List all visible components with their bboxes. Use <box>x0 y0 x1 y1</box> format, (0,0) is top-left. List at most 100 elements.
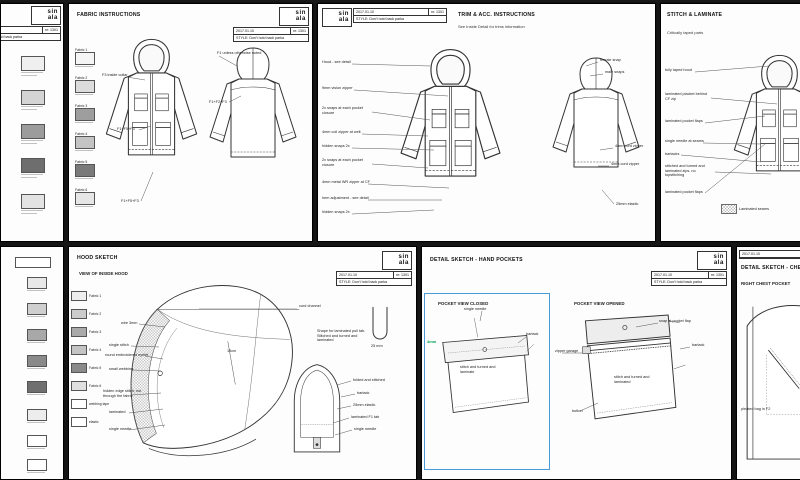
style-name: STYLE: Don't hold back parka <box>654 280 703 284</box>
title-block-rows: 2017.01.10 nr: 1301 STYLE: Don't hold ba… <box>651 271 727 286</box>
material-label: Fabric 4 <box>89 348 102 352</box>
title-block: sin ala 2017.01.10 nr: 1301 STYLE: Don't… <box>233 7 309 42</box>
style-name: STYLE: Don't hold back parka <box>0 35 23 39</box>
date-value: 2017.01.10 <box>234 28 291 34</box>
sheet-trim-list-partial[interactable] <box>0 246 64 480</box>
trim-callout-right-2: 4mm cord zipper <box>615 144 644 148</box>
material-label: Fabric 1 <box>89 294 102 298</box>
material-row-4: Fabric 5 <box>71 363 101 373</box>
sheet-fabric-instructions[interactable]: FABRIC INSTRUCTIONS sin ala 2017.01.10 n… <box>68 3 313 242</box>
material-label: webbing tape <box>89 402 110 406</box>
fabric-swatch <box>21 124 45 144</box>
material-row-7: elastic <box>71 417 99 427</box>
parka-front-drawing <box>99 36 204 175</box>
annotation-back: F1+F2+F3 <box>209 100 227 104</box>
title-block-rows: 2017.01.10 nr: 1301 STYLE: Don't hold ba… <box>336 271 412 286</box>
measure-25mm: 25 mm <box>371 344 383 348</box>
fabric-swatch <box>21 90 45 110</box>
stitch-callout-1: laminated placket behind CF zip <box>665 92 708 101</box>
material-row-1: Fabric 2 <box>71 309 101 319</box>
hood-measure-15cm: 15cm <box>227 349 237 353</box>
pocket-closed-label: POCKET VIEW CLOSED <box>438 301 489 306</box>
trim-callout-right-3: 4mm cord zipper <box>611 162 640 166</box>
stitch-callout-2: laminated pocket flaps <box>665 119 703 123</box>
material-label: Fabric 6 <box>89 384 102 388</box>
sheet-materials-partial[interactable]: sin ala 2017.01.10 nr: 1301 STYLE: Don't… <box>0 3 64 242</box>
pocket-opened-callout-4: button <box>572 409 583 413</box>
logo-line-2: ala <box>713 259 724 266</box>
hood-callout-right-5: single needle <box>354 427 377 431</box>
sheet-subtitle: See Inside Detail for trims information <box>458 24 525 29</box>
title-block-rows: 2017.01.10 nr: 1301 STYLE: Don't hold ba… <box>353 8 447 23</box>
trim-callout-7: hem adjustment - see detail <box>322 196 369 200</box>
logo-line-1: sin <box>713 254 724 261</box>
annotation-mid: F1+F5+F3 <box>117 127 135 131</box>
date-value: 2017.01.10 <box>354 9 429 15</box>
fabric-swatch-3: Fabric 3 <box>75 104 95 124</box>
material-label: Fabric 2 <box>89 312 102 316</box>
sheet-number: nr: 1301 <box>430 10 444 14</box>
material-row-0: Fabric 1 <box>71 291 101 301</box>
pocket-closed-callout-0: single needle <box>464 307 487 311</box>
brand-logo: sin ala <box>279 7 309 26</box>
sheet-hood-sketch[interactable]: HOOD SKETCH VIEW OF INSIDE HOOD sin ala … <box>68 246 417 480</box>
green-annotation: 4mm <box>427 339 437 344</box>
sheet-number: nr: 1301 <box>44 28 58 32</box>
title-block: sin ala 2017.01.10 nr: 1301 STYLE: Don't… <box>336 251 412 286</box>
sheet-stitch-laminate-partial[interactable]: STITCH & LAMINATE Critically taped parts… <box>660 3 800 242</box>
fabric-swatch <box>21 56 45 76</box>
brand-logo: sin ala <box>322 8 352 27</box>
trim-callout-4: hidden snaps 2x <box>322 144 350 148</box>
list-row <box>27 355 47 370</box>
sheet-subtitle: Critically taped parts <box>667 30 704 35</box>
hood-callout-1: single stitch <box>109 343 129 347</box>
title-block-rows: 2017.01.10 nr: 1301 <box>739 250 800 259</box>
trim-callout-2: 2x snaps at each pocket closure <box>322 106 363 115</box>
title-block: sin ala 2017.01.10 nr: 1301 STYLE: Don't… <box>0 6 61 41</box>
fabric-swatch <box>21 194 45 214</box>
logo-line-2: ala <box>295 15 306 22</box>
title-block: sin ala 2017.01.10 nr: 1301 STYLE: Don't… <box>651 251 727 286</box>
sheet-chest-pocket-partial[interactable]: 2017.01.10 nr: 1301 DETAIL SKETCH - CHES… <box>736 246 800 480</box>
selection-box[interactable] <box>424 293 550 470</box>
date-value: 2017.01.10 <box>740 251 800 257</box>
material-label: Fabric 3 <box>89 330 102 334</box>
trim-callout-3: 4mm coil zipper at welt <box>322 130 361 134</box>
title-block-rows: 2017.01.10 nr: 1301 STYLE: Don't hold ba… <box>233 27 309 42</box>
trim-callout-8: hidden snaps 2x <box>322 210 350 214</box>
list-row <box>27 277 47 292</box>
title-block-rows: 2017.01.10 nr: 1301 STYLE: Don't hold ba… <box>0 26 61 41</box>
sheet-trim-acc-instructions[interactable]: sin ala 2017.01.10 nr: 1301 STYLE: Don't… <box>317 3 656 242</box>
list-row <box>27 459 47 474</box>
fabric-swatch-label: Fabric 4 <box>75 132 88 136</box>
fabric-swatch-label: Fabric 1 <box>75 48 88 52</box>
pocket-closed-callout-1: bartack <box>526 332 539 336</box>
title-block: sin ala 2017.01.10 nr: 1301 STYLE: Don't… <box>322 8 447 27</box>
legend-label: Laminated seams <box>739 206 769 211</box>
list-row <box>27 381 47 396</box>
trim-callout-right-0: female snap <box>600 58 621 62</box>
material-row-5: Fabric 6 <box>71 381 101 391</box>
pocket-opened-drawing <box>582 314 686 420</box>
parka-front-drawing <box>393 46 508 198</box>
sheet-title: FABRIC INSTRUCTIONS <box>77 12 141 18</box>
hood-side-view-drawing <box>130 285 300 457</box>
brand-logo: sin ala <box>382 251 412 270</box>
hood-front-view-drawing <box>293 364 341 453</box>
parka-front-drawing <box>727 52 800 191</box>
fabric-swatch-label: Fabric 2 <box>75 76 88 80</box>
logo-line-1: sin <box>398 254 409 261</box>
parka-back-drawing <box>203 44 303 176</box>
stitch-callout-6: laminated pocket flaps <box>665 190 703 194</box>
sheet-title: DETAIL SKETCH - CHEST POCKET <box>741 265 800 271</box>
style-name: STYLE: Don't hold back parka <box>356 17 405 21</box>
stitch-callout-3: single needle at seams <box>665 139 704 143</box>
hood-callout-6: single needle <box>109 427 132 431</box>
sheet-hand-pockets[interactable]: DETAIL SKETCH - HAND POCKETS sin ala 201… <box>421 246 732 480</box>
hood-callout-right-1: folded and stitched <box>353 378 385 382</box>
fabric-swatch-label: Fabric 6 <box>75 188 88 192</box>
sheet-title: TRIM & ACC. INSTRUCTIONS <box>458 12 535 18</box>
material-label: elastic <box>89 420 99 424</box>
material-row-2: Fabric 3 <box>71 327 101 337</box>
